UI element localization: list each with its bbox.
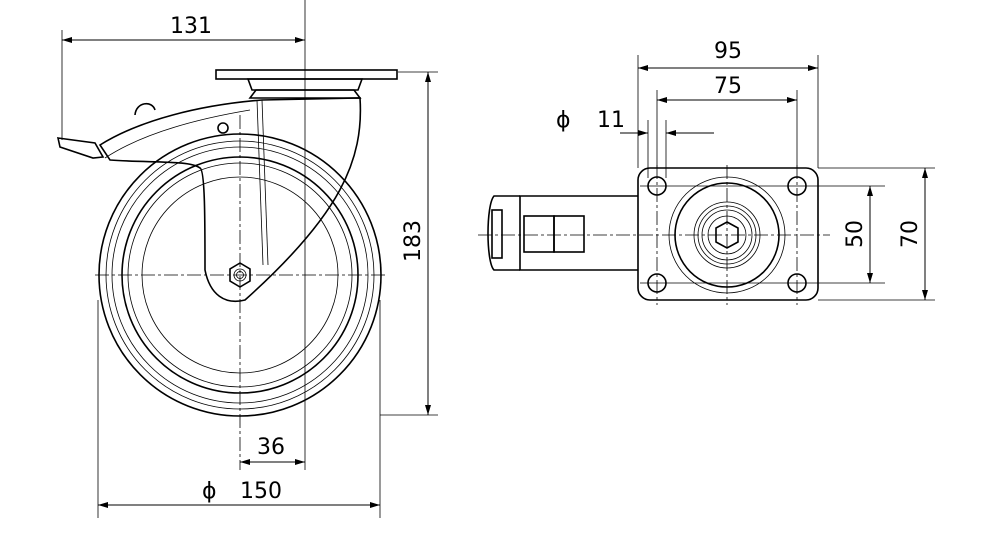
dim-183: 183 <box>401 220 426 262</box>
side-view: 131 183 36 ϕ 150 <box>56 0 438 518</box>
dim-50: 50 <box>843 220 868 248</box>
dim-36: 36 <box>257 435 285 460</box>
brake-lever <box>56 102 229 159</box>
dim-11: 11 <box>597 108 625 133</box>
dim-diameter-symbol: ϕ <box>202 479 217 504</box>
dim-150: 150 <box>240 479 282 504</box>
dim-95: 95 <box>714 39 742 64</box>
fork <box>98 97 362 302</box>
dim-131: 131 <box>170 14 212 39</box>
top-view: 95 75 ϕ 11 50 70 <box>478 39 935 305</box>
dim-70: 70 <box>898 220 923 248</box>
dim-75: 75 <box>714 74 742 99</box>
dim-hole-diameter-symbol: ϕ <box>556 108 571 133</box>
brake-arm <box>487 195 638 271</box>
top-plate <box>215 69 398 99</box>
